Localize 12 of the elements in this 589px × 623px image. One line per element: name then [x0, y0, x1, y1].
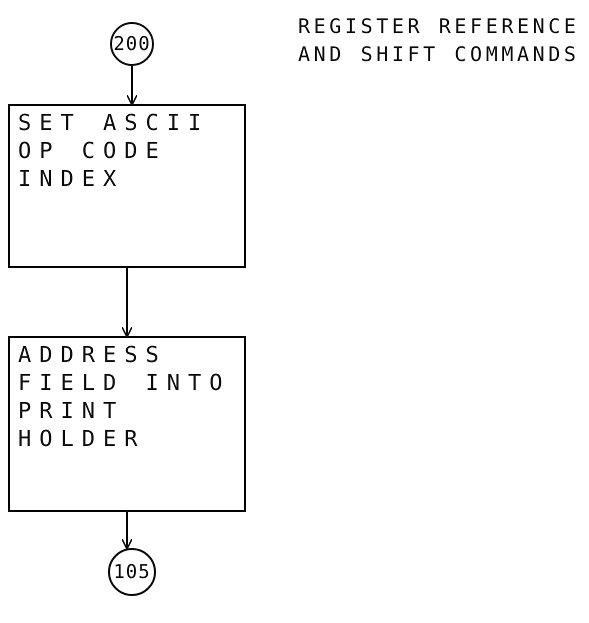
arrow [121, 512, 133, 550]
arrow [126, 66, 138, 106]
connector-circle [108, 548, 156, 596]
node-label: ADDRESS FIELD INTO PRINT HOLDER [17, 342, 232, 454]
node-label: 105 [113, 561, 151, 583]
process-box [8, 336, 246, 512]
diagram-title: REGISTER REFERENCE AND SHIFT COMMANDS [298, 13, 581, 68]
arrow [121, 268, 133, 338]
node-label: 200 [113, 33, 151, 55]
process-box [8, 104, 246, 268]
node-label: SET ASCII OP CODE INDEX [17, 110, 210, 194]
connector-circle [110, 22, 154, 66]
